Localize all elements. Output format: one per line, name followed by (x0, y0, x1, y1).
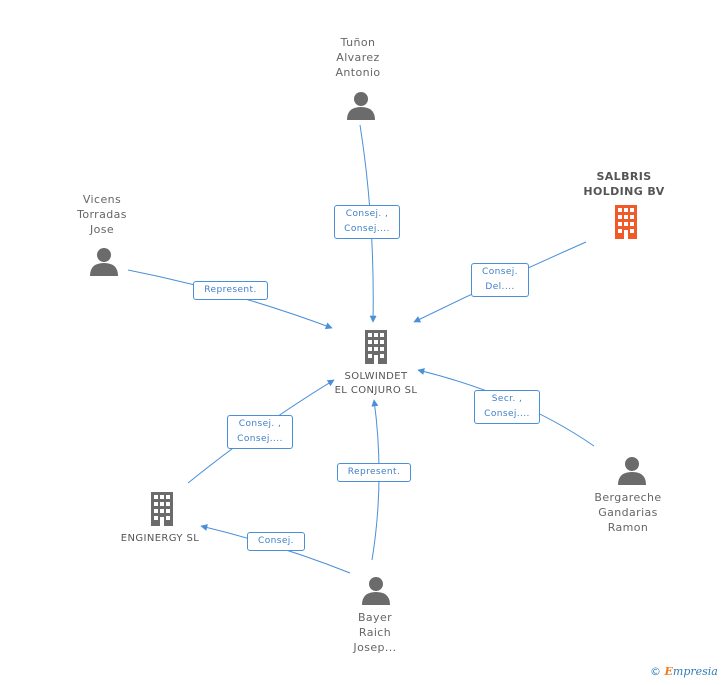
person-icon[interactable] (361, 575, 391, 605)
node-label-bergareche[interactable]: Bergareche Gandarias Ramon (594, 491, 662, 534)
edge-label-bergareche-center[interactable]: Secr. , Consej.... (474, 390, 540, 424)
copyright-symbol: © (650, 665, 661, 678)
edge-label-tunon-center[interactable]: Consej. , Consej.... (334, 205, 400, 239)
copyright-footer: © Empresia (650, 665, 718, 678)
node-label-salbris[interactable]: SALBRIS HOLDING BV (583, 170, 665, 198)
edge-label-vicens-center[interactable]: Represent. (193, 281, 268, 300)
node-label-bayer[interactable]: Bayer Raich Josep... (353, 611, 397, 654)
person-icon[interactable] (617, 455, 647, 485)
edge-label-enginergy-center[interactable]: Consej. , Consej.... (227, 415, 293, 449)
person-icon[interactable] (346, 90, 376, 120)
empresia-logo-e: E (664, 665, 673, 678)
building-icon[interactable] (148, 492, 176, 526)
empresia-logo-text: mpresia (672, 665, 718, 678)
building-icon[interactable] (362, 330, 390, 364)
person-icon[interactable] (89, 246, 119, 276)
empresia-logo[interactable]: Empresia (665, 665, 718, 678)
node-label-tunon[interactable]: Tuñon Alvarez Antonio (335, 36, 381, 79)
node-label-vicens[interactable]: Vicens Torradas Jose (77, 193, 127, 236)
edge-label-bayer-enginergy[interactable]: Consej. (247, 532, 305, 551)
node-label-enginergy[interactable]: ENGINERGY SL (120, 533, 200, 544)
edge-label-bayer-center[interactable]: Represent. (337, 463, 411, 482)
building-icon[interactable] (611, 205, 641, 239)
node-label-center[interactable]: SOLWINDET EL CONJURO SL (334, 371, 418, 396)
edge-label-salbris-center[interactable]: Consej. Del.... (471, 263, 529, 297)
